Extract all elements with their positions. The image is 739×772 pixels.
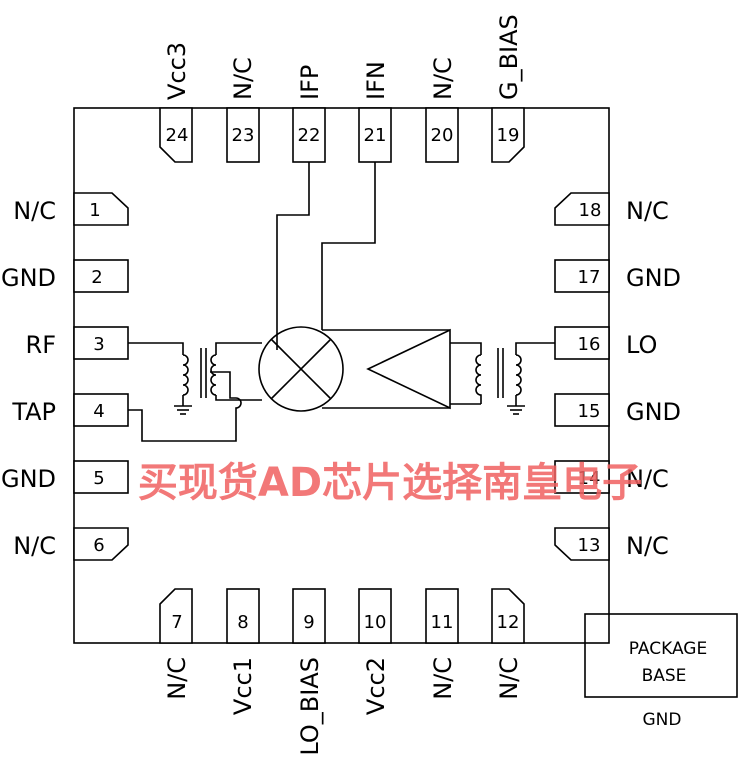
pin-5: 5 [73,460,129,494]
svg-text:21: 21 [364,125,387,146]
pin-15-label: GND [626,398,681,426]
svg-text:4: 4 [93,401,104,422]
svg-text:2: 2 [91,267,102,288]
pin-21: 21 [358,107,392,163]
lo-balun [450,342,555,415]
watermark-text: 买现货AD芯片选择南皇电子 [138,460,642,506]
pin-10-label: Vcc2 [362,657,390,715]
pin-3-label: RF [26,331,56,359]
pin-8-label: Vcc1 [229,657,257,715]
pin-7-label: N/C [163,657,191,700]
package-base-line2: BASE [642,666,687,686]
svg-text:17: 17 [578,267,601,288]
package-base-gnd: GND [643,710,682,730]
pin-16: 16 [554,326,610,360]
svg-text:15: 15 [578,401,601,422]
svg-text:19: 19 [497,125,520,146]
svg-text:16: 16 [578,334,601,355]
svg-text:7: 7 [171,612,182,633]
pin-2-label: GND [1,264,56,292]
svg-text:5: 5 [93,468,104,489]
pin-13-label: N/C [626,532,669,560]
svg-text:18: 18 [579,200,602,221]
pin-17: 17 [554,259,610,293]
rf-balun [128,342,262,415]
pin-20: 20 [425,107,459,163]
svg-text:1: 1 [89,200,100,221]
package-base-box [584,613,738,698]
svg-text:23: 23 [232,125,255,146]
pin-1-label: N/C [13,197,56,225]
pin-4: 4 [73,393,129,427]
svg-text:13: 13 [578,535,601,556]
pin-12-label: N/C [495,657,523,700]
pin-19-label: G_BIAS [495,14,523,100]
pin-9: 9 [292,588,326,644]
pin-22: 22 [292,107,326,163]
ifp-wire [276,162,310,350]
package-base-line1: PACKAGE [629,639,707,659]
ifn-wire [321,162,376,330]
pin-10: 10 [358,588,392,644]
pin-11-label: N/C [429,657,457,700]
pin-9-label: LO_BIAS [296,657,324,756]
pin-12: 12 [491,588,525,644]
svg-text:11: 11 [431,612,454,633]
pin-7: 7 [159,588,193,644]
svg-text:10: 10 [364,612,387,633]
pin-6-label: N/C [13,532,56,560]
svg-text:12: 12 [497,612,520,633]
pin-23: 23 [226,107,260,163]
tap-wire [128,371,242,442]
svg-text:6: 6 [93,535,104,556]
pin-11: 11 [425,588,459,644]
pin-19: 19 [491,107,525,163]
pin-2: 2 [73,259,129,293]
pin-20-label: N/C [429,57,457,100]
svg-text:22: 22 [298,125,321,146]
pin-21-label: IFN [362,61,390,100]
pin-1: 1 [73,192,129,226]
svg-text:20: 20 [431,125,454,146]
pin-18-label: N/C [626,197,669,225]
svg-text:24: 24 [166,125,189,146]
pin-24-label: Vcc3 [163,42,191,100]
pin-17-label: GND [626,264,681,292]
pin-14: 14 [554,460,610,494]
pin-4-label: TAP [11,398,56,426]
pin-15: 15 [554,393,610,427]
pin-18: 18 [554,192,610,226]
svg-text:9: 9 [303,612,314,633]
svg-text:8: 8 [237,612,248,633]
lo-amplifier [366,328,451,410]
pin-8: 8 [226,588,260,644]
pin-14-label: N/C [626,465,669,493]
svg-text:3: 3 [93,334,104,355]
ic-package-outline [73,107,610,644]
pin-23-label: N/C [229,57,257,100]
pin-6: 6 [73,527,129,561]
pin-3: 3 [73,326,129,360]
pin-16-label: LO [626,331,657,359]
mixer-symbol [258,326,344,412]
pin-13: 13 [554,527,610,561]
pin-5-label: GND [1,465,56,493]
pin-22-label: IFP [296,65,324,100]
pin-24: 24 [159,107,193,163]
svg-text:14: 14 [578,468,601,489]
